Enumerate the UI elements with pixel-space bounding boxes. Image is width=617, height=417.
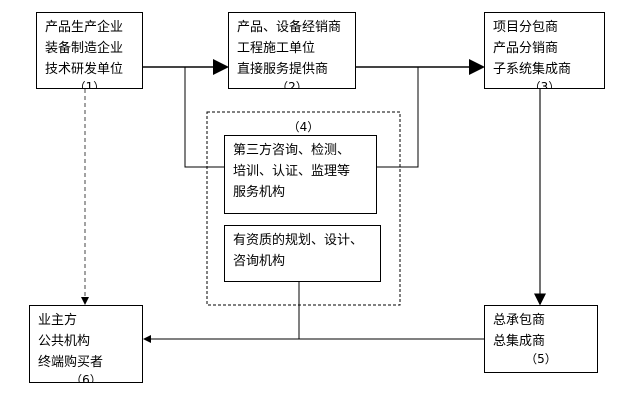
node-line: 第三方咨询、检测、 [233, 143, 351, 158]
link-4-to-3 [377, 67, 419, 168]
node-line: 产品分销商 [493, 41, 559, 56]
node-third-party-services: 第三方咨询、检测、培训、认证、监理等服务机构 [224, 135, 377, 214]
node-line: 产品生产企业 [45, 20, 124, 35]
group-4-dashed-border [206, 111, 401, 306]
node-line: 终端购买者 [38, 355, 104, 370]
node-line: 产品、设备经销商 [237, 20, 342, 35]
node-line: 咨询机构 [233, 254, 286, 269]
node-line: 工程施工单位 [237, 41, 316, 56]
node-producers: 产品生产企业装备制造企业技术研发单位 （1） [36, 12, 143, 89]
node-line: 业主方 [38, 313, 78, 328]
node-number: （1） [73, 80, 106, 89]
node-line: 子系统集成商 [493, 62, 572, 77]
node-number: （6） [70, 373, 102, 383]
node-line: 项目分包商 [493, 20, 559, 35]
node-line: 总集成商 [493, 334, 546, 349]
node-distributors: 产品、设备经销商工程施工单位直接服务提供商 （2） [228, 12, 356, 89]
link-1-to-4 [184, 67, 224, 168]
node-subcontractors: 项目分包商产品分销商子系统集成商 （3） [484, 12, 605, 89]
node-line: 装备制造企业 [45, 41, 124, 56]
node-line: 技术研发单位 [45, 62, 124, 77]
node-number: （5） [525, 352, 557, 366]
node-line: 公共机构 [38, 334, 91, 349]
node-line: 直接服务提供商 [237, 62, 329, 77]
node-line: 培训、认证、监理等 [233, 164, 351, 179]
node-line: 总承包商 [493, 313, 546, 328]
node-number: （2） [276, 80, 308, 89]
node-planning-design: 有资质的规划、设计、咨询机构 [224, 225, 381, 282]
node-line: 服务机构 [233, 185, 286, 200]
node-number: （3） [528, 80, 561, 89]
node-owners: 业主方公共机构终端购买者 （6） [29, 305, 143, 383]
node-general-contractor: 总承包商总集成商 （5） [484, 305, 598, 373]
group-4-label: （4） [287, 120, 320, 134]
node-line: 有资质的规划、设计、 [233, 233, 364, 248]
